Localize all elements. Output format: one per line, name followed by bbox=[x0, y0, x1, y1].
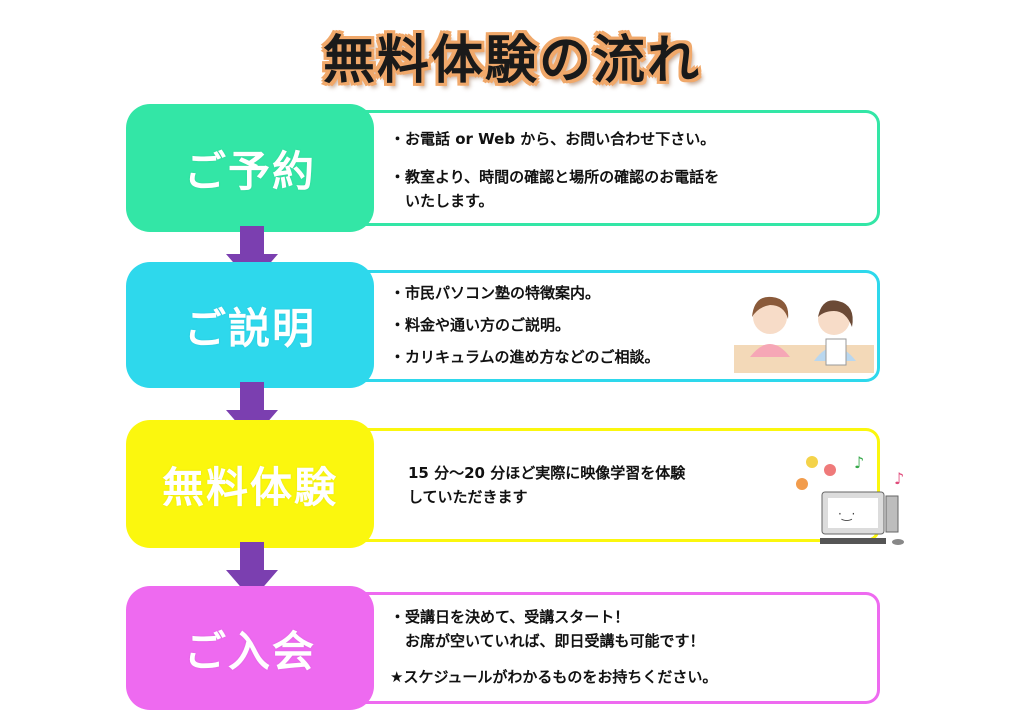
arrow-down-icon-2 bbox=[226, 382, 278, 440]
step-2-description-box: ・市民パソコン塾の特徴案内。 ・料金や通い方のご説明。 ・カリキュラムの進め方な… bbox=[330, 270, 880, 382]
step-3-label: 無料体験 bbox=[126, 420, 374, 548]
step-1-description-box: ・お電話 or Web から、お問い合わせ下さい。 ・教室より、時間の確認と場所… bbox=[330, 110, 880, 226]
arrow-down-icon-3 bbox=[226, 542, 278, 600]
step-1-text: ・お電話 or Web から、お問い合わせ下さい。 ・教室より、時間の確認と場所… bbox=[390, 127, 719, 213]
step-2-line-2: ・料金や通い方のご説明。 bbox=[390, 316, 571, 334]
step-4-line-2: ★スケジュールがわかるものをお持ちください。 bbox=[390, 668, 718, 686]
consultation-people-illustration bbox=[734, 296, 874, 373]
step-3-description-box: 15 分～20 分ほど実際に映像学習を体験 していただきます bbox=[330, 428, 880, 542]
page-title: 無料体験の流れ bbox=[322, 31, 701, 91]
svg-text:♪: ♪ bbox=[894, 469, 904, 488]
step-4-line-1: ・受講日を決めて、受講スタート！ お席が空いていれば、即日受講も可能です！ bbox=[390, 608, 705, 650]
step-3-line-1: 15 分～20 分ほど実際に映像学習を体験 していただきます bbox=[408, 464, 686, 506]
step-2-line-3: ・カリキュラムの進め方などのご相談。 bbox=[390, 348, 660, 366]
step-4-description-box: ・受講日を決めて、受講スタート！ お席が空いていれば、即日受講も可能です！ ★ス… bbox=[330, 592, 880, 704]
computer-illustration: ♪ ♪ ·‿· bbox=[796, 453, 904, 545]
step-2-line-1: ・市民パソコン塾の特徴案内。 bbox=[390, 284, 601, 302]
step-2-label: ご説明 bbox=[126, 262, 374, 388]
step-3-text: 15 分～20 分ほど実際に映像学習を体験 していただきます bbox=[408, 461, 685, 509]
step-1-label: ご予約 bbox=[126, 104, 374, 232]
step-4-text: ・受講日を決めて、受講スタート！ お席が空いていれば、即日受講も可能です！ ★ス… bbox=[390, 605, 717, 689]
arrow-down-icon-1 bbox=[226, 226, 278, 284]
step-1-line-1: ・お電話 or Web から、お問い合わせ下さい。 bbox=[390, 130, 716, 148]
svg-text:·‿·: ·‿· bbox=[838, 507, 855, 521]
svg-text:♪: ♪ bbox=[854, 453, 864, 472]
step-4-label: ご入会 bbox=[126, 586, 374, 710]
step-2-text: ・市民パソコン塾の特徴案内。 ・料金や通い方のご説明。 ・カリキュラムの進め方な… bbox=[390, 281, 660, 369]
step-1-line-2: ・教室より、時間の確認と場所の確認のお電話を いたします。 bbox=[390, 168, 720, 210]
